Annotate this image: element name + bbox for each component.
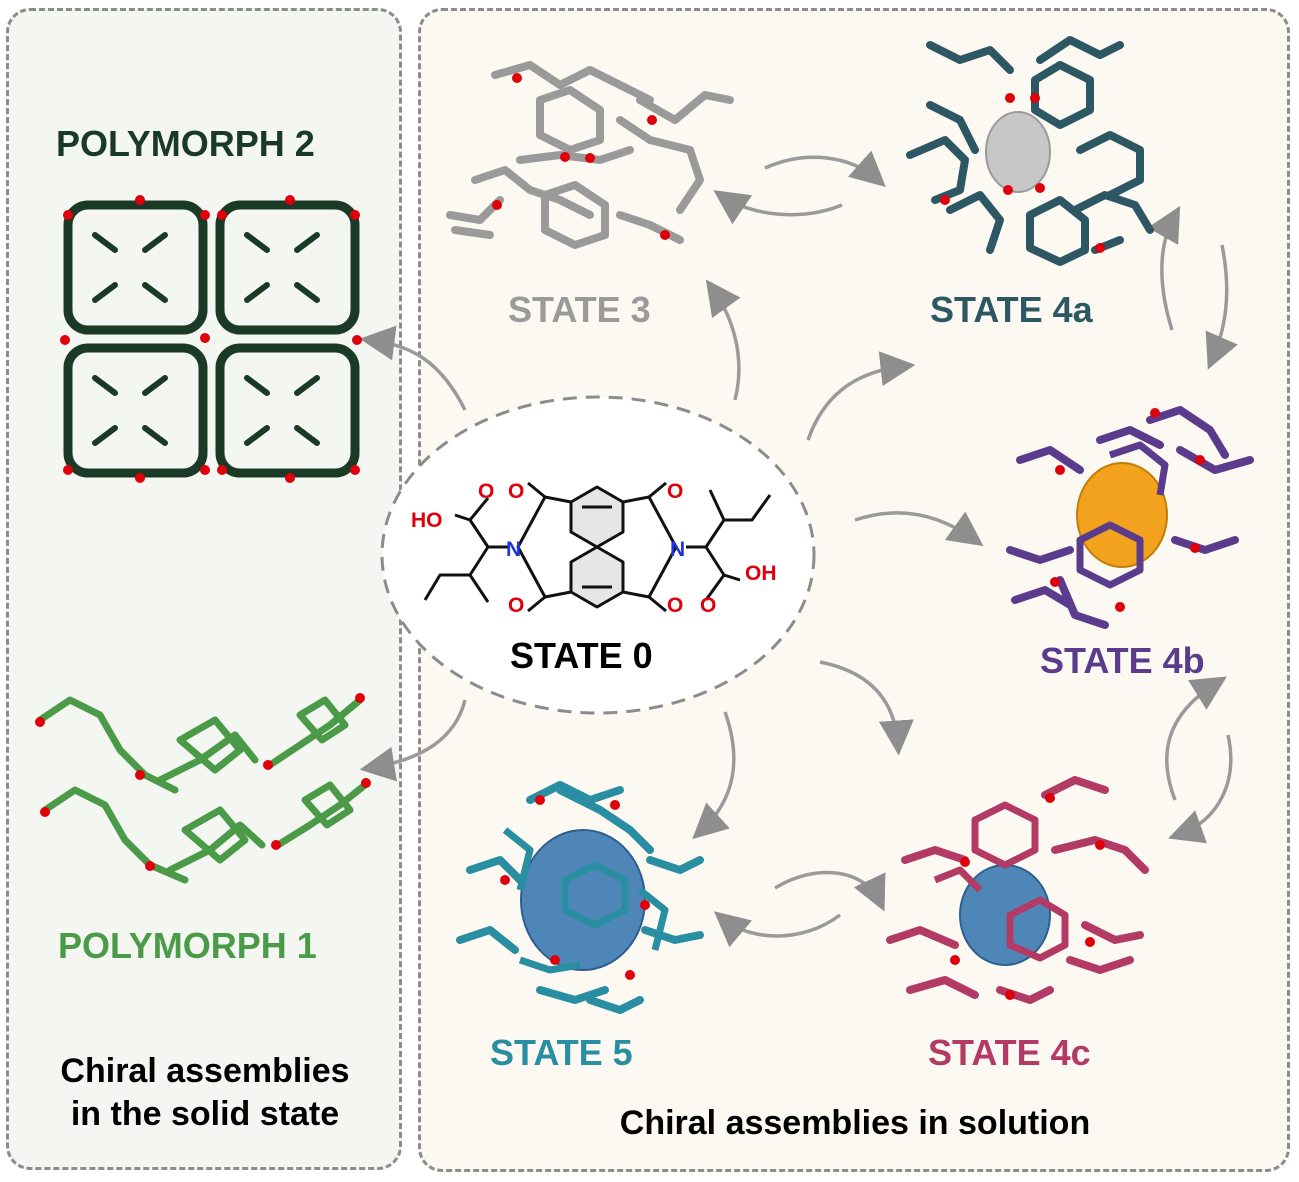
arrow-state0-to-state3 (705, 279, 741, 401)
state5-structure (456, 781, 704, 1014)
arrow-state0-to-state4a (806, 351, 916, 441)
hydroxyl-left: HO (411, 509, 443, 532)
oxygen-bottom-right: O (667, 594, 683, 617)
arrow-state4b-to-state4a (1147, 205, 1181, 331)
solid-state-caption: Chiral assemblies in the solid state (20, 1050, 390, 1135)
arrow-state4c-to-state5 (713, 911, 842, 948)
polymorph1-structure (36, 696, 369, 884)
state4c-oxygens (950, 793, 1105, 1000)
nitrogen-left: N (506, 538, 521, 561)
arrow-state3-to-state4a (764, 150, 886, 187)
arrow-state0-to-state5 (692, 711, 736, 840)
oxygen-acid-left: O (478, 480, 494, 503)
state0-label: STATE 0 (510, 635, 653, 676)
state4b-guest (1076, 462, 1168, 568)
arrow-state4c-to-state4b (1168, 734, 1233, 844)
state5-front (502, 827, 669, 974)
state4c-front (933, 801, 1069, 962)
state3-oxygens (492, 73, 670, 240)
state4b-front (1076, 441, 1169, 589)
polymorph1-oxygens (35, 693, 371, 871)
state5-label: STATE 5 (490, 1032, 633, 1073)
arrow-state4b-to-state4c (1165, 676, 1227, 801)
oxygen-top-left: O (508, 480, 524, 503)
state4a-label: STATE 4a (930, 289, 1093, 330)
arrow-state4a-to-state4b (1205, 244, 1238, 370)
solution-caption: Chiral assemblies in solution (619, 1104, 1091, 1142)
oxygen-top-right: O (667, 480, 683, 503)
state4b-label: STATE 4b (1040, 640, 1205, 681)
hydroxyl-right: OH (745, 562, 777, 585)
arrow-state0-to-state4c (819, 660, 914, 756)
polymorph1-label: POLYMORPH 1 (58, 925, 317, 966)
solid-caption-line1: Chiral assemblies (60, 1052, 350, 1090)
oxygen-bottom-left: O (508, 594, 524, 617)
arrow-state4a-to-state3 (713, 190, 843, 225)
arrow-state0-to-state4b (854, 511, 984, 547)
nitrogen-right: N (670, 538, 685, 561)
arrow-state0-to-polymorph1 (359, 699, 467, 782)
state4a-oxygens (940, 93, 1105, 253)
state5-oxygens (500, 795, 650, 980)
state4b-oxygens (1050, 408, 1205, 612)
state4b-structure (1006, 406, 1254, 629)
polymorph2-structure (63, 200, 360, 478)
polymorph2-label: POLYMORPH 2 (56, 123, 315, 164)
state3-label: STATE 3 (508, 289, 651, 330)
state4a-guest (985, 111, 1051, 193)
state4c-label: STATE 4c (928, 1032, 1091, 1073)
oxygen-acid-right: O (700, 594, 716, 617)
arrow-state0-to-polymorph2 (359, 325, 467, 411)
polymorph2-oxygens (60, 195, 362, 483)
arrow-state5-to-state4c (774, 870, 886, 912)
solid-caption-line2: in the solid state (70, 1094, 340, 1133)
